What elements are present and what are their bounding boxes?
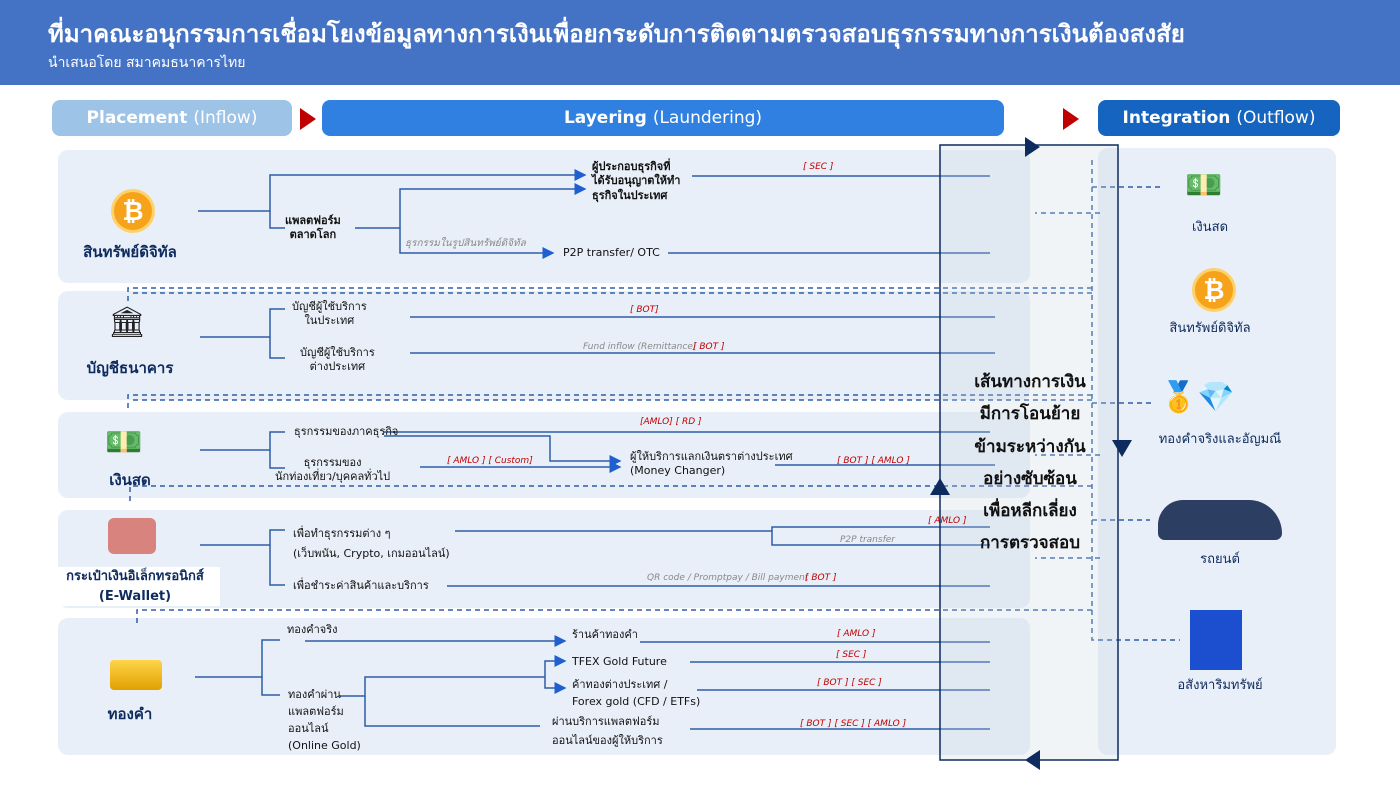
bank-icon: 🏛 [108,305,147,340]
reg-sec: [ SEC ] [803,162,834,172]
phase-layering: Layering(Laundering) [322,100,1004,136]
label-licensed: ผู้ประกอบธุรกิจที่ ได้รับอนุญาตให้ทำ ธุร… [592,160,681,202]
wallet-icon [108,518,156,554]
page-subtitle: นำเสนอโดย สมาคมธนาคารไทย [48,55,246,71]
reg-bot-sec-amlo: [ BOT ] [ SEC ] [ AMLO ] [800,719,907,729]
gold-diamond-icon: 🥇💎 [1160,380,1235,415]
label-payment: เพื่อชำระค่าสินค้าและบริการ [293,579,429,592]
label-p2p-otc: P2P transfer/ OTC [563,246,660,259]
cash-icon: 💵 [1185,168,1223,203]
reg-bot-sec: [ BOT ] [ SEC ] [817,678,882,688]
car-icon [1158,500,1282,540]
row-cash [58,412,1030,498]
row-title-gold: ทองคำ [107,705,153,723]
label-tfex: TFEX Gold Future [572,655,667,668]
label-domestic-account: บัญชีผู้ใช้บริการ ในประเทศ [292,300,367,328]
center-explanation: เส้นทางการเงินมีการโอนย้ายข้ามระหว่างกัน… [974,372,1086,554]
label-various-tx: เพื่อทำธุรกรรมต่าง ๆ (เว็บพนัน, Crypto, … [293,527,450,560]
phase-integration: Integration(Outflow) [1098,100,1340,136]
label-gold-shop: ร้านค้าทองคำ [572,628,638,641]
label-online-gold: ทองคำผ่าน แพลตฟอร์ม ออนไลน์ (Online Gold… [288,688,361,753]
reg-amlo: [ AMLO ] [928,516,967,526]
row-bank [58,291,1030,400]
cash-icon: 💵 [105,425,143,460]
label-business-tx: ธุรกรรมของภาคธุรกิจ [294,425,399,438]
output-crypto: สินทรัพย์ดิจิทัล [1169,321,1251,336]
output-real-estate: อสังหาริมทรัพย์ [1177,678,1263,693]
reg-amlo: [ AMLO ] [837,629,876,639]
gold-bar-icon [110,660,162,690]
row-title-ewallet: กระเป๋าเงินอิเล็กทรอนิกส์ (E-Wallet) [50,567,220,606]
reg-amlo-custom: [ AMLO ] [ Custom] [447,456,533,466]
building-icon [1190,610,1242,670]
row-title-crypto: สินทรัพย์ดิจิทัล [83,243,177,261]
label-tourist-tx: ธุรกรรมของ นักท่องเที่ยว/บุคคลทั่วไป [275,456,391,484]
row-crypto [58,150,1030,283]
arrow-icon [300,108,316,130]
label-foreign-account: บัญชีผู้ใช้บริการ ต่างประเทศ [300,346,375,374]
reg-bot-amlo: [ BOT ] [ AMLO ] [837,456,910,466]
label-money-changer: ผู้ให้บริการแลกเงินตราต่างประเทศ (Money … [630,450,793,478]
bitcoin-icon: ₿ [111,189,155,233]
reg-amlo-rd: [AMLO] [ RD ] [640,417,702,427]
output-gold-gems: ทองคำจริงและอัญมณี [1158,432,1282,447]
header: ที่มาคณะอนุกรรมการเชื่อมโยงข้อมูลทางการเ… [0,0,1400,85]
reg-bot: [ BOT] [630,305,659,315]
reg-bot: [ BOT ] [805,573,837,583]
page-title: ที่มาคณะอนุกรรมการเชื่อมโยงข้อมูลทางการเ… [48,20,1185,48]
output-car: รถยนต์ [1200,552,1240,567]
output-cash: เงินสด [1191,220,1229,235]
phase-placement: Placement(Inflow) [52,100,292,136]
reg-sec: [ SEC ] [836,650,867,660]
reg-bot: [ BOT ] [693,342,725,352]
row-title-bank: บัญชีธนาคาร [86,359,174,377]
label-p2p-transfer: P2P transfer [840,535,895,545]
arrow-icon [1063,108,1079,130]
label-online-platform: ผ่านบริการแพลตฟอร์ม ออนไลน์ของผู้ให้บริก… [552,715,663,747]
row-title-cash: เงินสด [109,471,151,489]
label-physical-gold: ทองคำจริง [287,623,338,636]
label-platform: แพลตฟอร์ม ตลาดโลก [285,214,341,242]
bitcoin-icon: ₿ [1192,268,1236,312]
label-forex-gold: ค้าทองต่างประเทศ / Forex gold (CFD / ETF… [572,678,701,708]
label-payment-channels: QR code / Promptpay / Bill payment [647,573,809,583]
label-digital-tx: ธุรกรรมในรูปสินทรัพย์ดิจิทัล [405,238,526,249]
label-fund-inflow: Fund inflow (Remittance) [583,342,697,352]
